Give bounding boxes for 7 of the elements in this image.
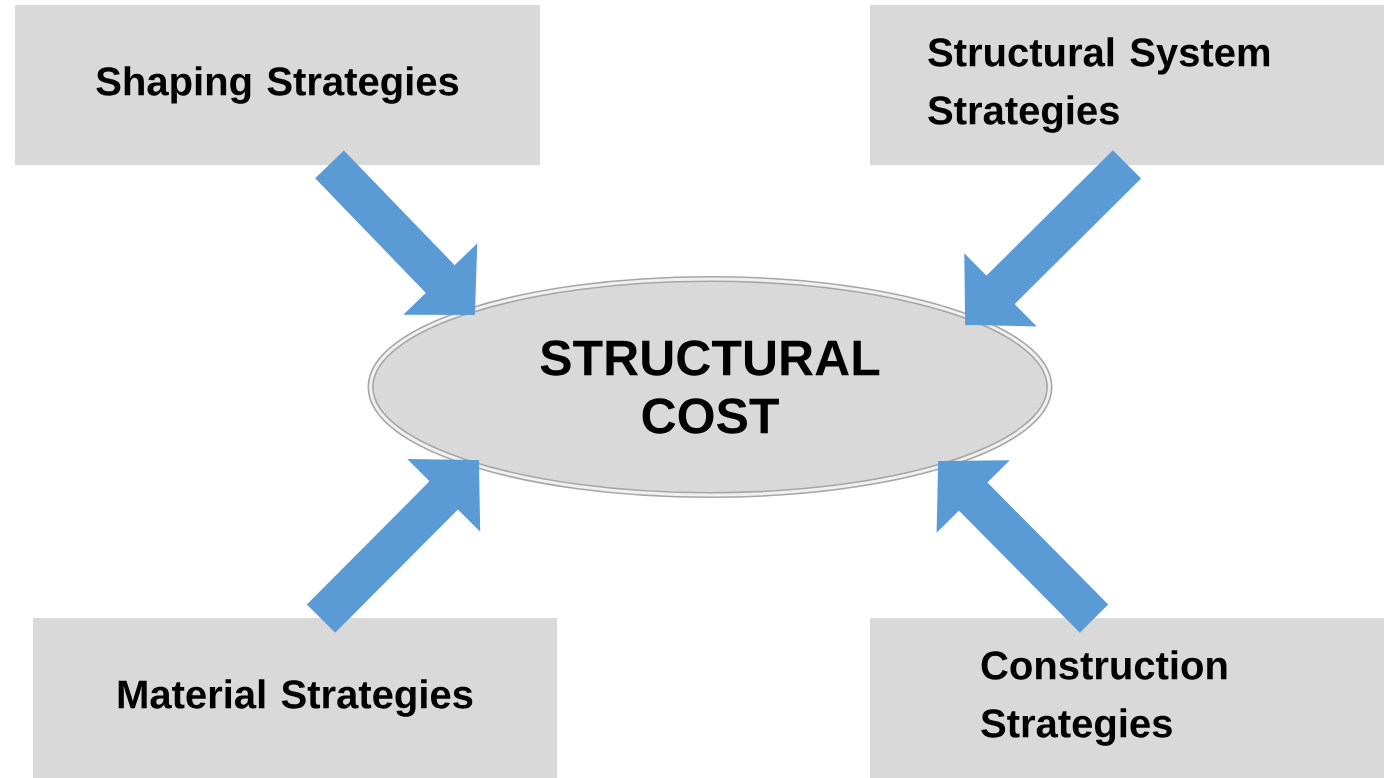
strategy-box: Construction Strategies [870,618,1384,778]
strategy-box: Structural System Strategies [870,5,1384,165]
block-arrow [315,150,478,315]
strategy-box: Shaping Strategies [15,5,540,165]
block-arrow [964,150,1142,327]
strategy-box: Material Strategies [33,618,557,778]
block-arrow [936,460,1109,633]
